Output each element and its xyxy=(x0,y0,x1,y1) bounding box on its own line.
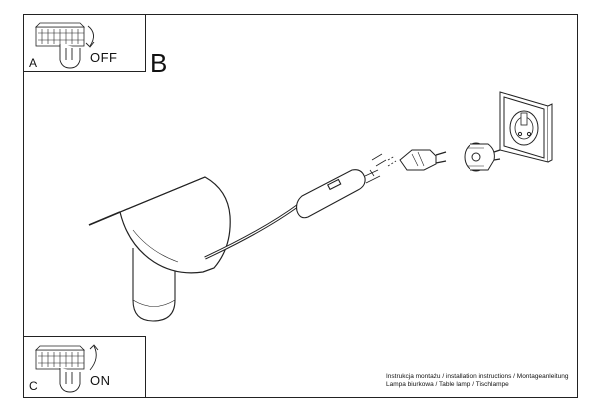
lamp-shade xyxy=(88,176,231,274)
lamp-base xyxy=(132,244,176,322)
step-a-box xyxy=(23,14,146,72)
step-b-letter: B xyxy=(150,48,168,78)
page-frame xyxy=(23,14,578,398)
power-plug xyxy=(399,149,447,171)
step-c-rotate-arrow-icon xyxy=(89,345,97,371)
step-c-switch-state: ON xyxy=(90,373,111,388)
step-c-box xyxy=(23,336,146,398)
wall-socket xyxy=(499,91,553,163)
step-a-letter: A xyxy=(29,56,38,70)
step-a-switch-panel xyxy=(35,22,85,69)
step-c-switch-panel xyxy=(35,345,85,393)
step-c-letter: C xyxy=(29,379,38,393)
footer-caption-line2: Lampa biurkowa / Table lamp / Tischlampe xyxy=(386,381,509,388)
footer-caption-line1: Instrukcja montażu / installation instru… xyxy=(386,373,569,380)
inline-switch xyxy=(296,169,381,219)
socket-adapter xyxy=(464,142,501,172)
step-a-rotate-arrow-icon xyxy=(87,25,94,47)
cable-break xyxy=(369,153,397,177)
step-a-switch-state: OFF xyxy=(90,50,118,65)
